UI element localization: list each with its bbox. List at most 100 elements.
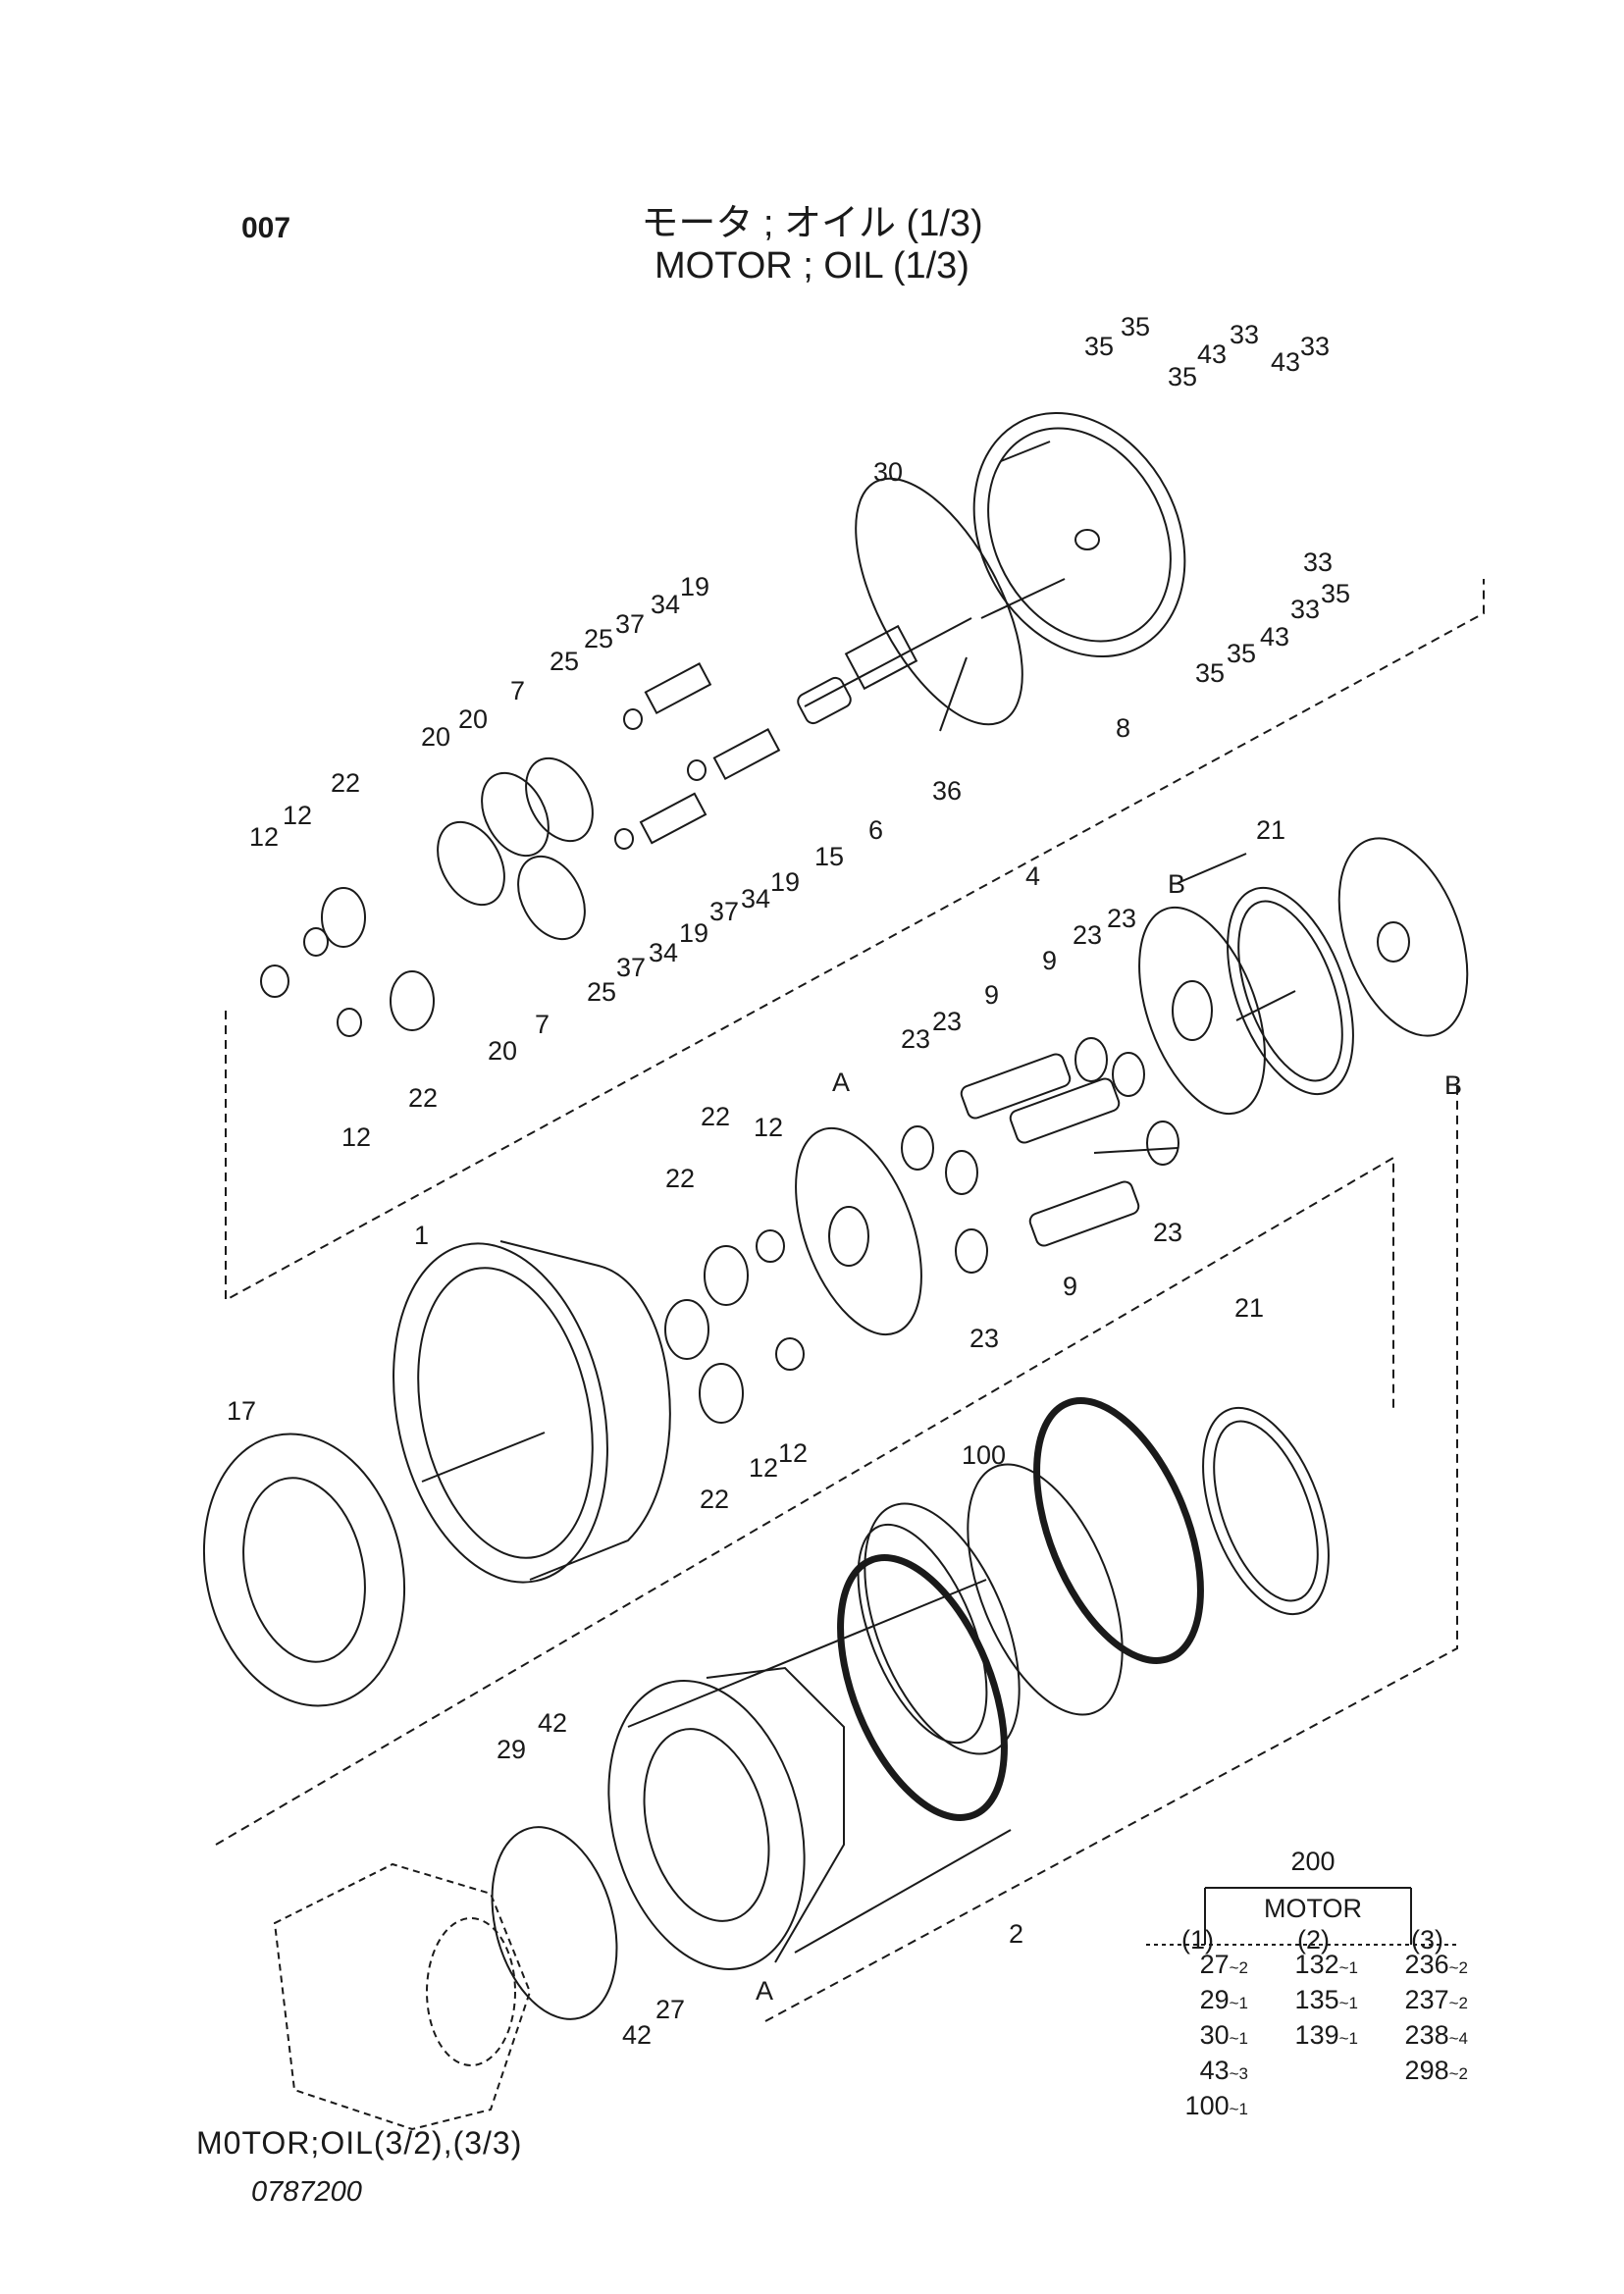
callout-label: 25	[587, 977, 616, 1007]
motor-block-outline	[273, 1862, 532, 2131]
callout-label: 19	[679, 918, 708, 948]
assembly-bracket	[1146, 1887, 1460, 1946]
callout-label: 33	[1303, 547, 1333, 577]
callout-label: 100	[962, 1440, 1006, 1470]
callout-label: 37	[709, 897, 739, 926]
callout-label: 12	[754, 1113, 783, 1142]
callout-label: 17	[227, 1396, 256, 1426]
carrier-a	[795, 1126, 922, 1336]
callout-label: 29	[497, 1735, 526, 1764]
collar-15	[797, 676, 852, 725]
callout-label: 23	[932, 1007, 962, 1036]
callout-label: 37	[616, 953, 646, 982]
assembly-quantity-table: 200 MOTOR (1) (2) (3) 27~2 29~1 30~1 43~…	[1146, 1837, 1480, 2161]
flange-plate-b	[1337, 837, 1469, 1037]
page-title-japanese: モータ ; オイル (1/3)	[641, 203, 983, 244]
quantity-row: 132~1	[1294, 1950, 1358, 1979]
callout-labels: 35 35 35 43 33 43 33 30 35 33 33 35 43 3…	[227, 312, 1462, 2050]
callout-label: 33	[1230, 320, 1259, 349]
callout-label: 42	[538, 1708, 567, 1738]
assembly-boundary-lower	[764, 1079, 1458, 2022]
quantity-row: 100~1	[1184, 2091, 1248, 2120]
callout-label: 4	[1025, 861, 1040, 891]
quantity-row: 236~2	[1404, 1950, 1468, 1979]
callout-label: 22	[701, 1102, 730, 1131]
callout-label: 7	[535, 1010, 550, 1039]
callout-label: 12	[283, 801, 312, 830]
quantity-column-3: 236~2 237~2 238~4 298~2	[1366, 1947, 1474, 2088]
callout-label: 27	[655, 1995, 685, 2024]
callout-label: 12	[749, 1453, 778, 1483]
callout-label: 33	[1290, 595, 1320, 624]
bearing-ring-21-upper-inner	[1237, 900, 1343, 1082]
quantity-column-2: 132~1 135~1 139~1	[1256, 1947, 1364, 2053]
callout-label: 34	[651, 590, 680, 619]
quantity-row: 237~2	[1404, 1985, 1468, 2014]
quantity-row: 139~1	[1294, 2020, 1358, 2050]
callout-label: 19	[680, 572, 709, 601]
bearings-22-lower	[664, 1229, 805, 1424]
column-heading-2: (2)	[1297, 1925, 1330, 1955]
column-heading-1: (1)	[1181, 1925, 1214, 1955]
quantity-row: 298~2	[1404, 2056, 1468, 2085]
spindle-housing-2	[607, 1666, 845, 1970]
carrier-b	[1138, 906, 1266, 1116]
callout-label: 23	[1073, 920, 1102, 950]
quantity-row: 29~1	[1199, 1985, 1248, 2014]
callout-label: 23	[1153, 1218, 1182, 1247]
spindles-9	[901, 1037, 1179, 1274]
pin-bundle-17	[202, 1433, 406, 1707]
document-code: 0787200	[251, 2176, 362, 2208]
callout-label: 12	[778, 1438, 808, 1468]
callout-label: 35	[1084, 332, 1114, 361]
assembly-boundary-upper	[225, 579, 1485, 1302]
callout-label: 22	[331, 768, 360, 798]
quantity-row: 43~3	[1199, 2056, 1248, 2085]
callout-label: 35	[1168, 362, 1197, 391]
callout-label: 12	[341, 1122, 371, 1152]
bearing-ring-21-upper	[1227, 886, 1354, 1096]
callout-label: 34	[649, 938, 678, 967]
callout-label: B	[1168, 869, 1185, 899]
o-ring-29	[491, 1826, 618, 2020]
bearing-ring-21-lower	[1202, 1406, 1330, 1616]
callout-label: 25	[584, 624, 613, 653]
callout-label: 12	[249, 822, 279, 852]
quantity-column-1: 27~2 29~1 30~1 43~3 100~1	[1146, 1947, 1254, 2123]
callout-label: 19	[770, 867, 800, 897]
callout-label: 6	[868, 815, 883, 845]
callout-label: 7	[510, 676, 525, 705]
o-ring-30	[855, 477, 1023, 726]
callout-label: 30	[873, 457, 903, 487]
callout-label: B	[1444, 1070, 1462, 1100]
callout-label: 20	[458, 704, 488, 734]
callout-label: 15	[814, 842, 844, 871]
callout-label: 23	[1107, 904, 1136, 933]
drive-shaft-6	[804, 617, 972, 707]
callout-label: 25	[550, 647, 579, 676]
callout-label: 22	[700, 1485, 729, 1514]
page-number: 007	[241, 212, 291, 244]
callout-label: 9	[1063, 1272, 1077, 1301]
callout-label: 34	[741, 884, 770, 913]
quantity-row: 30~1	[1199, 2020, 1248, 2050]
quantity-row: 135~1	[1294, 1985, 1358, 2014]
callout-label: 1	[414, 1221, 429, 1250]
callout-label: 35	[1227, 639, 1256, 668]
callout-label: 35	[1321, 579, 1350, 608]
planet-pins	[614, 662, 781, 850]
callout-label: 20	[421, 722, 450, 752]
planet-gears-upper	[260, 756, 594, 1037]
callout-label: 23	[901, 1024, 930, 1054]
callout-label: 21	[1234, 1293, 1264, 1323]
callout-label: 21	[1256, 815, 1285, 845]
callout-label: 43	[1260, 622, 1289, 652]
callout-label: 20	[488, 1036, 517, 1066]
callout-label: 8	[1116, 713, 1130, 743]
callout-label: 9	[1042, 946, 1057, 975]
callout-label: 43	[1271, 347, 1300, 377]
motor-housing-1	[393, 1240, 671, 1584]
callout-label: 23	[969, 1324, 999, 1353]
column-heading-3: (3)	[1411, 1925, 1443, 1955]
callout-label: 36	[932, 776, 962, 806]
